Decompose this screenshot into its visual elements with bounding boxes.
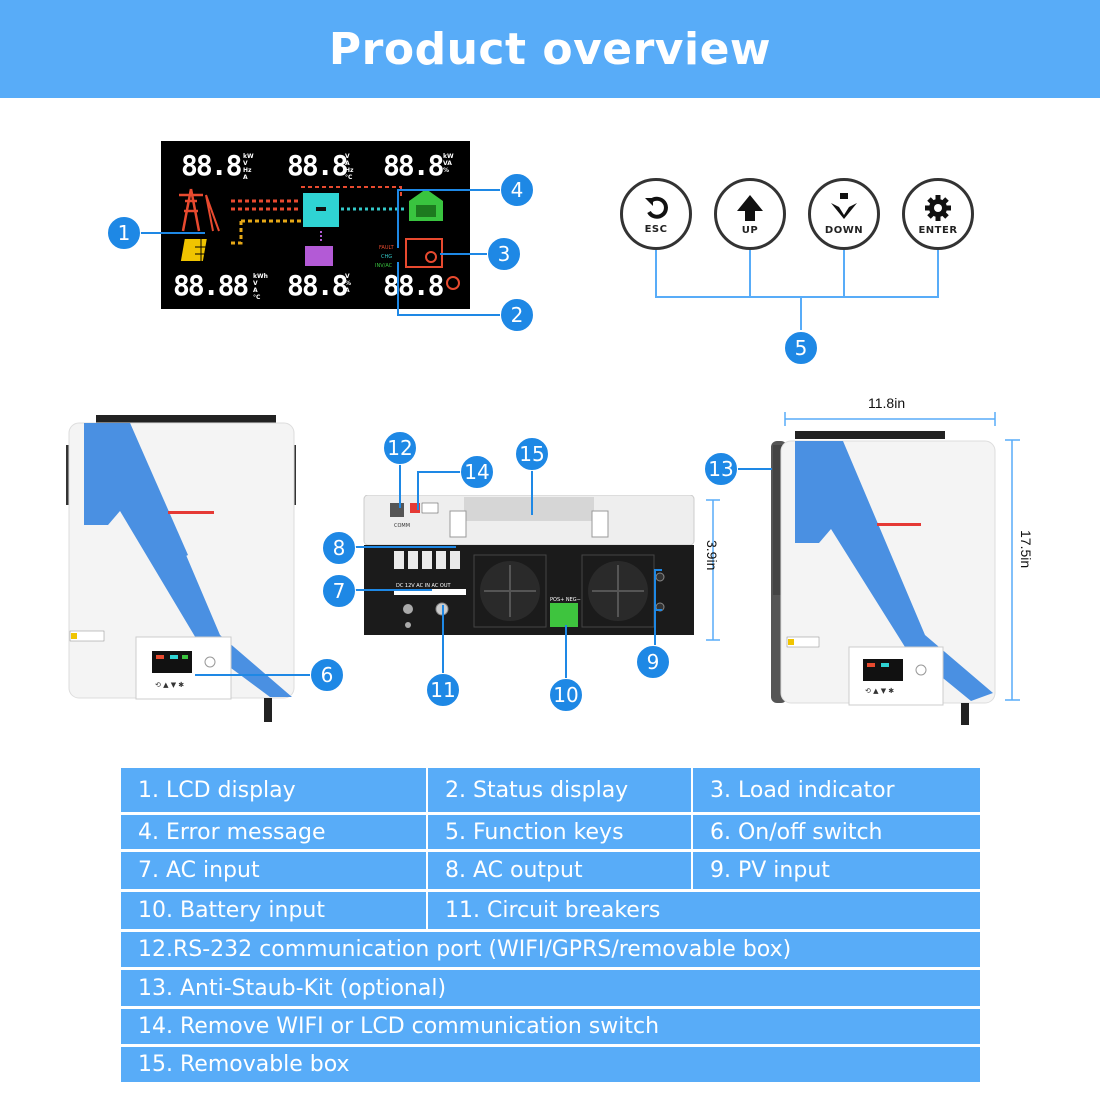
lcd-energy-flow-diagram: FAULT CHG INV/AC xyxy=(179,186,443,269)
legend-row: 10. Battery input 11. Circuit breakers xyxy=(121,892,980,932)
legend-item-6: 6. On/off switch xyxy=(693,815,980,852)
svg-text:⟲ ▲ ▼ ✱: ⟲ ▲ ▼ ✱ xyxy=(155,681,184,689)
enter-key-button[interactable]: ENTER xyxy=(902,178,974,250)
legend-table: 1. LCD display 2. Status display 3. Load… xyxy=(121,768,980,1082)
callout-badge-14: 14 xyxy=(460,455,494,489)
legend-row: 14. Remove WIFI or LCD communication swi… xyxy=(121,1009,980,1047)
bottom-callout-lines xyxy=(355,463,720,678)
callout-badge-10: 10 xyxy=(549,678,583,712)
esc-key-label: ESC xyxy=(644,223,668,235)
arrow-up-icon xyxy=(737,194,763,221)
svg-text:DC 12V AC IN AC OUT: DC 12V AC IN AC OUT xyxy=(396,583,452,589)
width-dimension: 11.8in xyxy=(868,395,906,411)
callout-badge-11: 11 xyxy=(426,673,460,707)
legend-item-9: 9. PV input xyxy=(693,852,980,892)
callout-badge-3: 3 xyxy=(487,237,521,271)
inverter-side-view: ⟲ ▲ ▼ ✱ xyxy=(771,431,996,725)
callout-badge-15: 15 xyxy=(515,437,549,471)
legend-item-11: 11. Circuit breakers xyxy=(428,892,980,932)
down-key-label: DOWN xyxy=(824,224,864,236)
svg-text:FAULT: FAULT xyxy=(379,245,395,251)
lcd-readout-top-mid: 88.8 xyxy=(287,149,348,182)
legend-row: 4. Error message 5. Function keys 6. On/… xyxy=(121,815,980,852)
callout-badge-8: 8 xyxy=(322,531,356,565)
house-load-icon xyxy=(409,189,443,221)
lcd-callout-lines xyxy=(140,189,939,330)
lcd-readout-bottom-right: 88.8 xyxy=(383,269,444,302)
callout-badge-6: 6 xyxy=(310,658,344,692)
down-key-button[interactable]: DOWN xyxy=(808,178,880,250)
header-banner: Product overview xyxy=(0,0,1100,98)
lcd-readout-bottom-left: 88.88 xyxy=(173,269,249,302)
legend-item-15: 15. Removable box xyxy=(121,1047,980,1082)
page-title: Product overview xyxy=(328,23,772,75)
arrow-down-icon xyxy=(831,192,857,219)
callout-badge-1: 1 xyxy=(107,216,141,250)
lcd-readout-top-right: 88.8 xyxy=(383,149,444,182)
grid-tower-icon xyxy=(179,188,220,232)
callout-badge-13: 13 xyxy=(704,452,738,486)
svg-text:⟲ ▲ ▼ ✱: ⟲ ▲ ▼ ✱ xyxy=(865,687,894,695)
callout-badge-9: 9 xyxy=(636,645,670,679)
legend-item-2: 2. Status display xyxy=(428,768,693,815)
svg-text:POS+ NEG−: POS+ NEG− xyxy=(550,597,581,603)
svg-text:CHG: CHG xyxy=(381,254,392,260)
lcd-readout-bottom-mid: 88.8 xyxy=(287,269,348,302)
legend-row: 1. LCD display 2. Status display 3. Load… xyxy=(121,768,980,815)
legend-row: 15. Removable box xyxy=(121,1047,980,1082)
legend-row: 12.RS-232 communication port (WIFI/GPRS/… xyxy=(121,932,980,970)
warning-icon xyxy=(446,276,460,290)
esc-key-button[interactable]: ESC xyxy=(620,178,692,250)
legend-item-13: 13. Anti-Staub-Kit (optional) xyxy=(121,970,980,1009)
legend-item-3: 3. Load indicator xyxy=(693,768,980,815)
legend-row: 13. Anti-Staub-Kit (optional) xyxy=(121,970,980,1009)
lcd-readout-top-left: 88.8 xyxy=(181,149,242,182)
callout-badge-5: 5 xyxy=(784,331,818,365)
inverter-bottom-view: COMM DC 12V AC IN AC OUT POS+ NEG− xyxy=(363,495,695,635)
legend-item-7: 7. AC input xyxy=(121,852,428,892)
gear-icon xyxy=(925,194,951,221)
callout-badge-2: 2 xyxy=(500,298,534,332)
up-key-label: UP xyxy=(741,224,759,236)
svg-text:COMM: COMM xyxy=(394,523,410,529)
callout-badge-7: 7 xyxy=(322,574,356,608)
callout-badge-4: 4 xyxy=(500,173,534,207)
legend-item-1: 1. LCD display xyxy=(121,768,428,815)
height-side-dimension: 17.5in xyxy=(1018,530,1034,569)
svg-text:INV/AC: INV/AC xyxy=(375,263,393,269)
enter-key-label: ENTER xyxy=(918,224,958,236)
legend-item-8: 8. AC output xyxy=(428,852,693,892)
legend-item-14: 14. Remove WIFI or LCD communication swi… xyxy=(121,1009,980,1047)
side-dimension-lines xyxy=(738,412,1020,701)
inverter-front-view: ⟲ ▲ ▼ ✱ xyxy=(66,415,296,722)
legend-row: 7. AC input 8. AC output 9. PV input xyxy=(121,852,980,892)
callout-badge-12: 12 xyxy=(383,431,417,465)
legend-item-4: 4. Error message xyxy=(121,815,428,852)
solar-panel-icon xyxy=(180,239,217,261)
lcd-unit-bottom-mid: V%A xyxy=(345,273,352,294)
legend-item-10: 10. Battery input xyxy=(121,892,428,932)
legend-item-12: 12.RS-232 communication port (WIFI/GPRS/… xyxy=(121,932,980,970)
legend-item-5: 5. Function keys xyxy=(428,815,693,852)
esc-icon xyxy=(645,196,668,219)
up-key-button[interactable]: UP xyxy=(714,178,786,250)
battery-icon xyxy=(305,246,333,266)
front-callout-lines xyxy=(195,674,310,676)
